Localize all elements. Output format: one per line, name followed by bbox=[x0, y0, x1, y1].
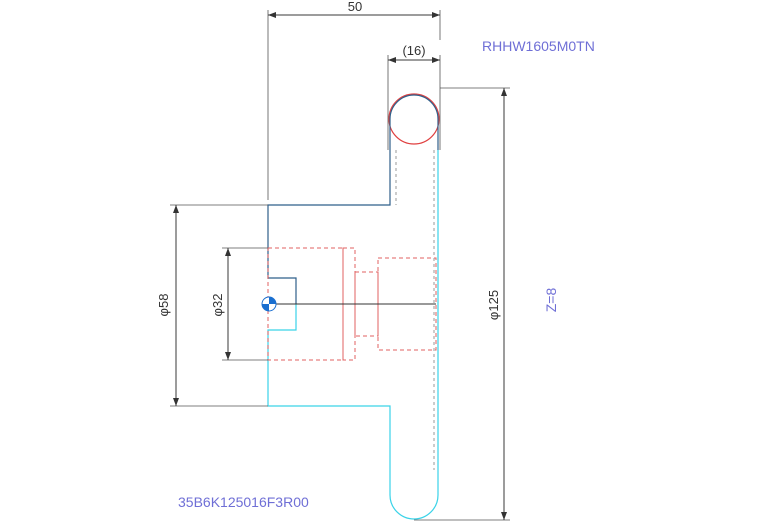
teeth-count-note: Z=8 bbox=[543, 288, 559, 313]
dimension-dia-pitch: φ125 bbox=[414, 87, 510, 521]
dimension-width-ref-label: (16) bbox=[402, 43, 425, 58]
part-code-bottom: 35B6K125016F3R00 bbox=[178, 494, 309, 510]
dimension-dia-hub: φ58 bbox=[156, 204, 268, 407]
dimension-width-overall-label: 50 bbox=[348, 0, 362, 14]
part-code-top: RHHW1605M0TN bbox=[482, 38, 595, 54]
dimension-dia-bore: φ32 bbox=[210, 247, 268, 361]
part-outline-upper bbox=[267, 150, 391, 304]
rim-circle-top bbox=[388, 93, 440, 145]
rim-arc-top bbox=[389, 94, 439, 150]
dimension-width-overall: 50 bbox=[267, 0, 441, 200]
dimension-dia-pitch-label: φ125 bbox=[486, 290, 501, 320]
web-hidden-lines bbox=[395, 150, 435, 470]
origin-marker-icon bbox=[261, 296, 277, 312]
part-outline-lower bbox=[267, 150, 439, 520]
dimension-dia-bore-label: φ32 bbox=[210, 294, 225, 317]
dimension-width-ref: (16) bbox=[387, 43, 441, 150]
dimension-dia-hub-label: φ58 bbox=[156, 294, 171, 317]
